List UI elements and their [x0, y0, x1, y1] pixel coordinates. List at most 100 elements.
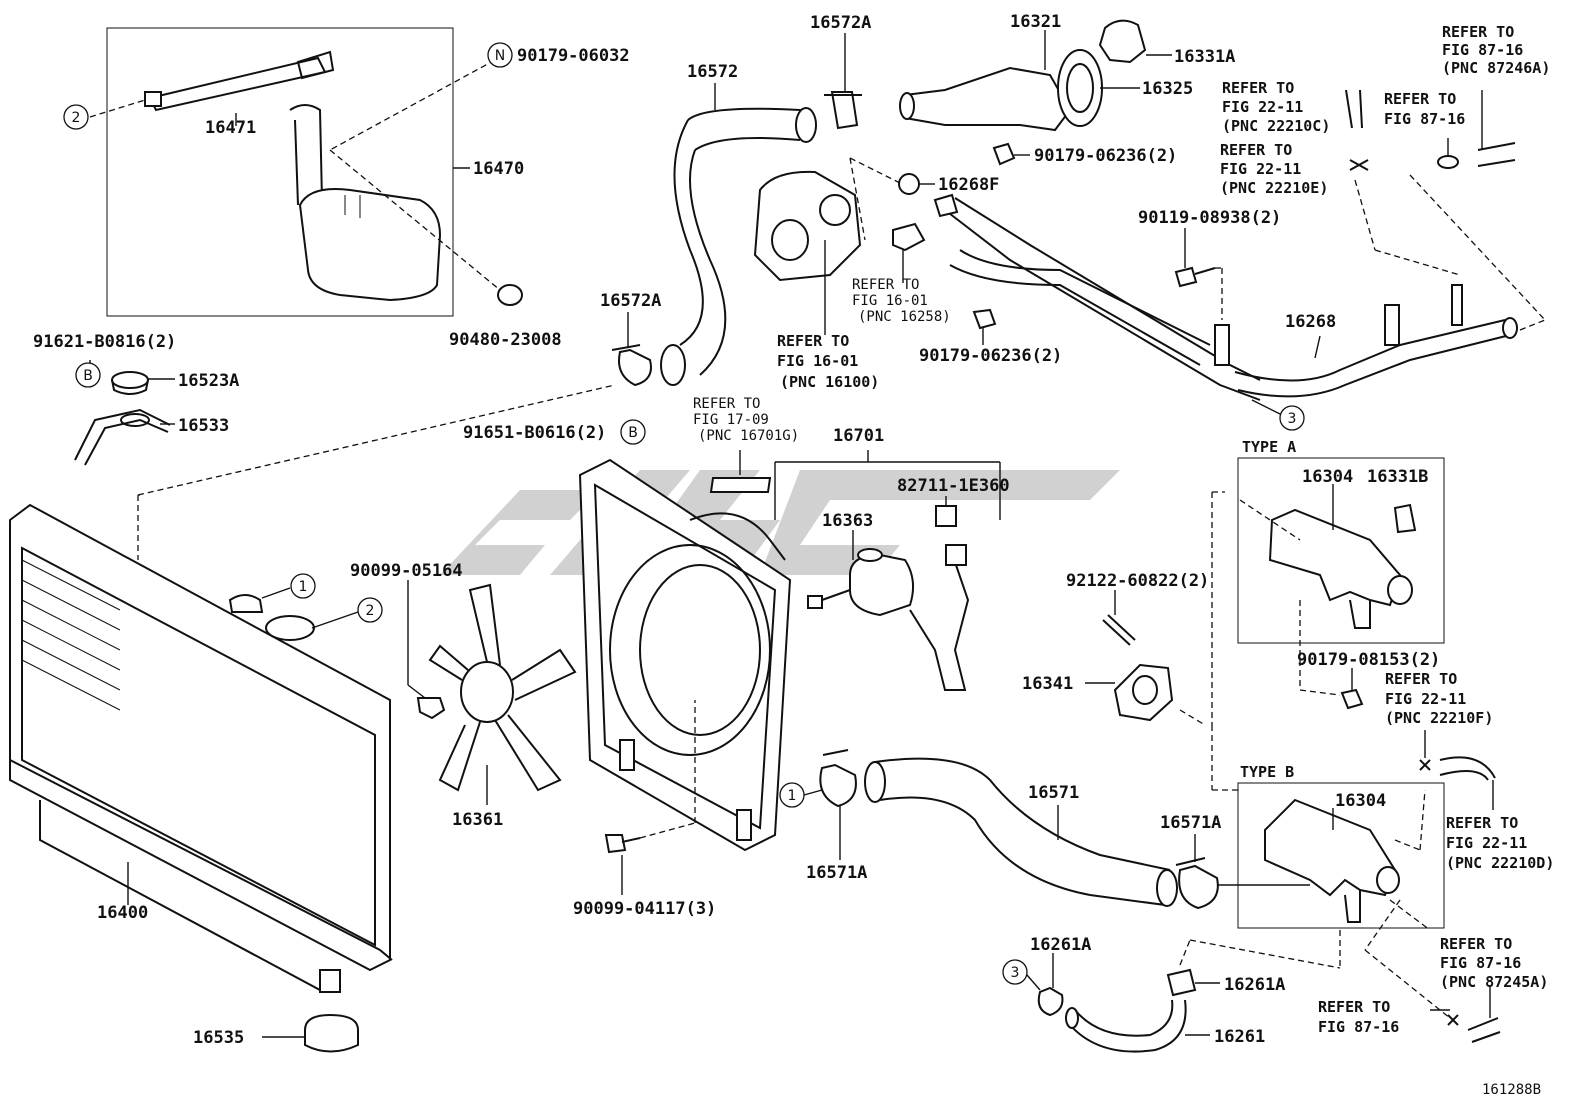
fan-shroud: [578, 458, 792, 852]
radiator-16400: [9, 503, 393, 993]
svg-text:REFER TO: REFER TO: [1222, 79, 1294, 97]
label-16571: 16571: [1028, 783, 1079, 803]
label-16361: 16361: [452, 810, 503, 830]
svg-text:REFER TO: REFER TO: [693, 396, 760, 412]
refer-22210C: REFER TO FIG 22-11 (PNC 22210C): [1222, 79, 1330, 135]
label-16261A-left: 16261A: [1030, 935, 1091, 955]
svg-text:1: 1: [788, 788, 797, 804]
label-type-a: TYPE A: [1242, 438, 1296, 456]
label-90099-05164: 90099-05164: [350, 561, 463, 581]
label-16533: 16533: [178, 416, 229, 436]
svg-text:FIG 87-16: FIG 87-16: [1384, 110, 1465, 128]
connector-82711: [909, 505, 970, 691]
label-16572A-top: 16572A: [810, 13, 871, 33]
svg-text:(PNC 22210F): (PNC 22210F): [1385, 709, 1493, 727]
svg-text:(PNC 87245A): (PNC 87245A): [1440, 973, 1548, 991]
label-16321: 16321: [1010, 12, 1061, 32]
label-91621-B0816: 91621-B0816(2): [33, 332, 176, 352]
svg-text:REFER TO: REFER TO: [1442, 23, 1514, 41]
bolt-90099-04117: [604, 834, 641, 854]
refer-87-16-b: REFER TO FIG 87-16: [1318, 998, 1399, 1036]
label-16471: 16471: [205, 118, 256, 138]
svg-text:REFER TO: REFER TO: [1440, 935, 1512, 953]
reservoir-group-box: [106, 27, 454, 317]
grommet-90480: [497, 284, 523, 306]
svg-text:B: B: [83, 368, 93, 384]
label-16572A-mid: 16572A: [600, 291, 661, 311]
thermostat-16331B: [1393, 503, 1417, 534]
thermostat-housing-type-a: [1268, 508, 1413, 629]
nut-90099-05164: [416, 697, 446, 720]
label-16268F: 16268F: [938, 175, 999, 195]
fan-16361: [428, 583, 577, 792]
svg-text:(PNC 16258): (PNC 16258): [858, 309, 951, 325]
callout-1-b: 1: [779, 782, 805, 808]
label-16268: 16268: [1285, 312, 1336, 332]
clamp-16261A-left: [1037, 986, 1064, 1017]
svg-text:FIG 22-11: FIG 22-11: [1222, 98, 1303, 116]
callout-3-a: 3: [1279, 405, 1305, 431]
bracket-16533: [74, 408, 171, 466]
nut-90179-08153: [1340, 688, 1364, 710]
refer-16701G: REFER TO FIG 17-09 (PNC 16701G): [693, 396, 799, 444]
svg-text:REFER TO: REFER TO: [1318, 998, 1390, 1016]
clamp-16571A-right: [1175, 857, 1219, 910]
figure-code: 161288B: [1482, 1082, 1541, 1098]
label-16571A-left: 16571A: [806, 863, 867, 883]
callout-2-a: 2: [63, 104, 89, 130]
label-16331A: 16331A: [1174, 47, 1235, 67]
label-16341: 16341: [1022, 674, 1073, 694]
refer-87245A: REFER TO FIG 87-16 (PNC 87245A): [1440, 935, 1548, 991]
callout-N: N: [487, 42, 513, 68]
label-16325: 16325: [1142, 79, 1193, 99]
svg-text:REFER TO: REFER TO: [1446, 814, 1518, 832]
refer-87246A: REFER TO FIG 87-16 (PNC 87246A): [1442, 23, 1550, 77]
callout-B-b: B: [620, 419, 646, 445]
callout-1-a: 1: [290, 573, 316, 599]
svg-text:(PNC 87246A): (PNC 87246A): [1442, 59, 1550, 77]
refer-22210F: REFER TO FIG 22-11 (PNC 22210F): [1385, 670, 1493, 727]
type-a-box: [1237, 457, 1445, 644]
label-16523A: 16523A: [178, 371, 239, 391]
svg-text:REFER TO: REFER TO: [777, 332, 849, 350]
label-16363: 16363: [822, 511, 873, 531]
label-16304-type-b: 16304: [1335, 791, 1386, 811]
label-16261: 16261: [1214, 1027, 1265, 1047]
svg-text:B: B: [628, 425, 638, 441]
refer-16258: REFER TO FIG 16-01 (PNC 16258): [852, 277, 951, 325]
fan-motor-16363: [807, 548, 915, 617]
lower-hose-16571: [864, 757, 1178, 907]
svg-text:FIG 87-16: FIG 87-16: [1318, 1018, 1399, 1036]
label-90099-04117: 90099-04117(3): [573, 899, 716, 919]
bolt-90119-08938: [1174, 266, 1216, 288]
water-inlet-16321: [899, 66, 1072, 132]
label-90179-06032: 90179-06032: [517, 46, 630, 66]
svg-text:FIG 22-11: FIG 22-11: [1446, 834, 1527, 852]
cap-16523A: [111, 371, 149, 395]
svg-text:1: 1: [299, 579, 308, 595]
label-16701: 16701: [833, 426, 884, 446]
label-16535: 16535: [193, 1028, 244, 1048]
svg-text:2: 2: [366, 603, 375, 619]
refer-22210D: REFER TO FIG 22-11 (PNC 22210D): [1446, 814, 1554, 872]
bolt-92122-60822: [1102, 614, 1136, 646]
gasket-16325: [1057, 49, 1103, 127]
label-16571A-right: 16571A: [1160, 813, 1221, 833]
label-90119-08938: 90119-08938(2): [1138, 208, 1281, 228]
svg-text:FIG 22-11: FIG 22-11: [1220, 160, 1301, 178]
clamp-16261A-right: [1166, 968, 1197, 997]
plate-16258: [892, 222, 926, 252]
svg-text:(PNC 22210E): (PNC 22210E): [1220, 179, 1328, 197]
reservoir-tank-16470: [144, 50, 442, 302]
svg-text:REFER TO: REFER TO: [1385, 670, 1457, 688]
svg-text:FIG 16-01: FIG 16-01: [777, 352, 858, 370]
clamp-16572A-mid: [611, 344, 652, 387]
label-82711-1E360: 82711-1E360: [897, 476, 1010, 496]
label-90480-23008: 90480-23008: [449, 330, 562, 350]
svg-text:2: 2: [72, 110, 81, 126]
mount-16535: [304, 1013, 359, 1053]
water-pipe-16268: [933, 193, 1518, 401]
svg-text:REFER TO: REFER TO: [1384, 90, 1456, 108]
label-16331B: 16331B: [1367, 467, 1428, 487]
